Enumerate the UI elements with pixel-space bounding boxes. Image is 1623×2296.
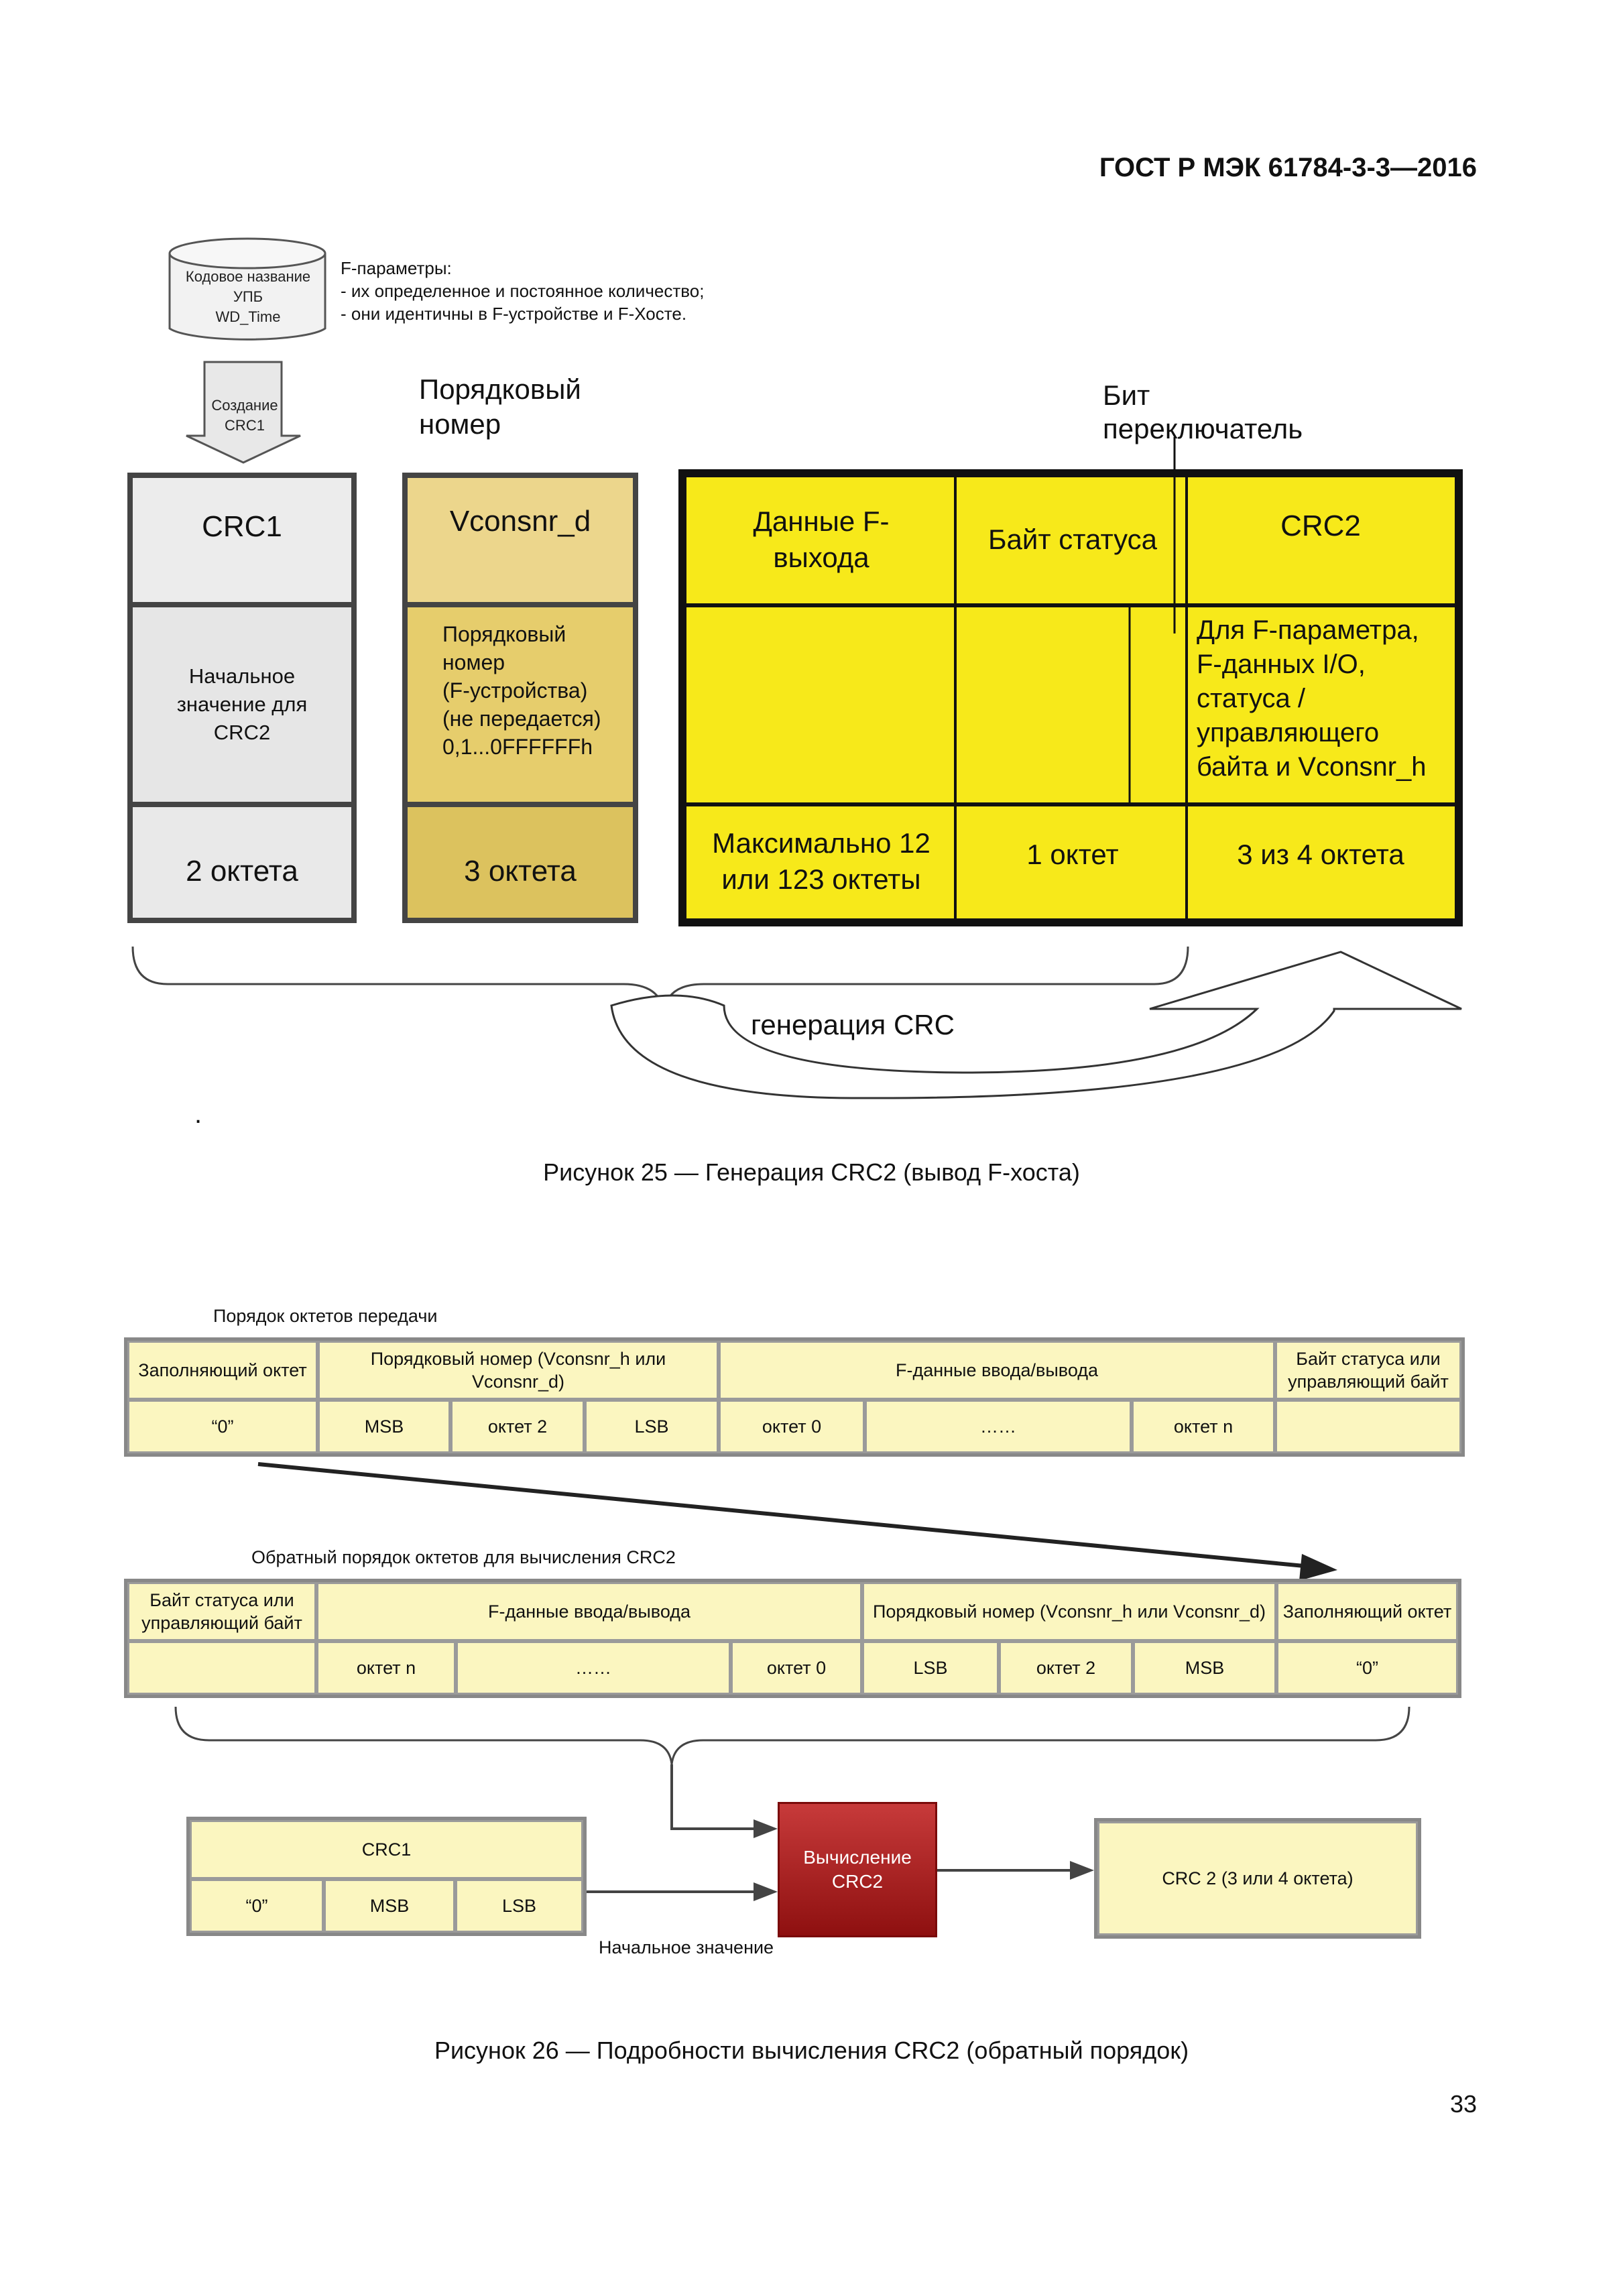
figure-25-caption: Рисунок 25 — Генерация CRC2 (вывод F-хос…: [543, 1158, 1080, 1186]
vcons-desc: Порядковый номер (F-устройства) (не пере…: [442, 622, 601, 759]
figure-26-caption: Рисунок 26 — Подробности вычисления CRC2…: [434, 2037, 1189, 2064]
crc2-size: 3 из 4 октета: [1237, 839, 1404, 870]
crc1-desc: Начальное значение для CRC2: [176, 664, 308, 744]
reverse-arrow: [257, 1462, 1337, 1581]
stray-dot: .: [194, 1099, 202, 1129]
bottom-header-fdata: F-данные ввода/вывода: [316, 1582, 862, 1641]
bottom-cell: октет 2: [999, 1641, 1133, 1695]
crc1-cell: MSB: [324, 1879, 455, 1933]
crc-generation-label: генерация CRC: [751, 1009, 955, 1040]
status-title: Байт статуса: [987, 524, 1158, 555]
status-size: 1 октет: [1026, 839, 1119, 870]
top-cell: [1275, 1400, 1461, 1453]
top-cell: октет 0: [719, 1400, 865, 1453]
bottom-header-status: Байт статуса или управляющий байт: [127, 1582, 316, 1641]
crc-curved-arrow: [610, 951, 1462, 1099]
crc1-cell: “0”: [190, 1879, 324, 1933]
top-cell: октет 2: [450, 1400, 585, 1453]
fout-title: Данные F- выхода: [753, 505, 890, 573]
crc1-size: 2 октета: [186, 855, 298, 888]
crc-calc-connectors: [174, 1706, 1410, 1901]
bottom-header-seq: Порядковый номер (Vconsnr_h или Vconsnr_…: [862, 1582, 1276, 1641]
bottom-cell: MSB: [1133, 1641, 1276, 1695]
top-header-seq: Порядковый номер (Vconsnr_h или Vconsnr_…: [318, 1341, 719, 1400]
bottom-cell: [127, 1641, 316, 1695]
crc2-title: CRC2: [1280, 509, 1361, 542]
vcons-size: 3 октета: [464, 855, 577, 888]
initial-value-label: Начальное значение: [599, 1937, 774, 1957]
top-cell: MSB: [318, 1400, 450, 1453]
top-header-fdata: F-данные ввода/вывода: [719, 1341, 1275, 1400]
bottom-cell: ……: [456, 1641, 731, 1695]
database-icon: [168, 237, 326, 341]
crc2-result-block: CRC 2 (3 или 4 октета): [1097, 1821, 1418, 1935]
fout-size: Максимально 12 или 123 октеты: [712, 827, 930, 895]
seq-number-header: Порядковый номер: [419, 373, 581, 440]
top-cell: ……: [865, 1400, 1132, 1453]
top-header-fill: Заполняющий октет: [127, 1341, 318, 1400]
crc2-calculation-block: Вычисление CRC2: [778, 1802, 937, 1937]
crc1-block-title: CRC1: [190, 1820, 583, 1879]
bottom-cell: октет n: [316, 1641, 456, 1695]
crc2-desc: Для F-параметра, F-данных I/O, статуса /…: [1197, 615, 1427, 782]
top-cell: LSB: [585, 1400, 719, 1453]
page-number: 33: [1449, 2090, 1477, 2118]
vcons-column: [402, 473, 638, 923]
bottom-cell: октет 0: [731, 1641, 862, 1695]
toggle-bit-header: Бит переключатель: [1103, 379, 1303, 444]
figure-25-graphics: [127, 237, 1463, 1099]
bottom-cell: “0”: [1276, 1641, 1458, 1695]
crc1-column: [127, 473, 357, 923]
fparams-note: F-параметры: - их определенное и постоян…: [341, 258, 705, 324]
document-header: ГОСТ Р МЭК 61784-3-3—2016: [1099, 153, 1477, 182]
top-header-status: Байт статуса или управляющий байт: [1275, 1341, 1461, 1400]
transmit-order-label: Порядок октетов передачи: [213, 1306, 438, 1326]
fout-block: [678, 469, 1463, 926]
db-label: Кодовое название УПБ WD_Time: [185, 268, 311, 325]
bottom-header-fill: Заполняющий октет: [1276, 1582, 1458, 1641]
vcons-title: Vconsnr_d: [449, 505, 591, 538]
create-arrow: [186, 361, 301, 464]
crc1-cell: LSB: [455, 1879, 583, 1933]
bottom-cell: LSB: [862, 1641, 999, 1695]
reverse-order-label: Обратный порядок октетов для вычисления …: [251, 1547, 676, 1567]
top-cell: “0”: [127, 1400, 318, 1453]
create-crc1-label: Создание CRC1: [211, 397, 278, 434]
crc1-title: CRC1: [202, 509, 282, 543]
top-cell: октет n: [1132, 1400, 1275, 1453]
